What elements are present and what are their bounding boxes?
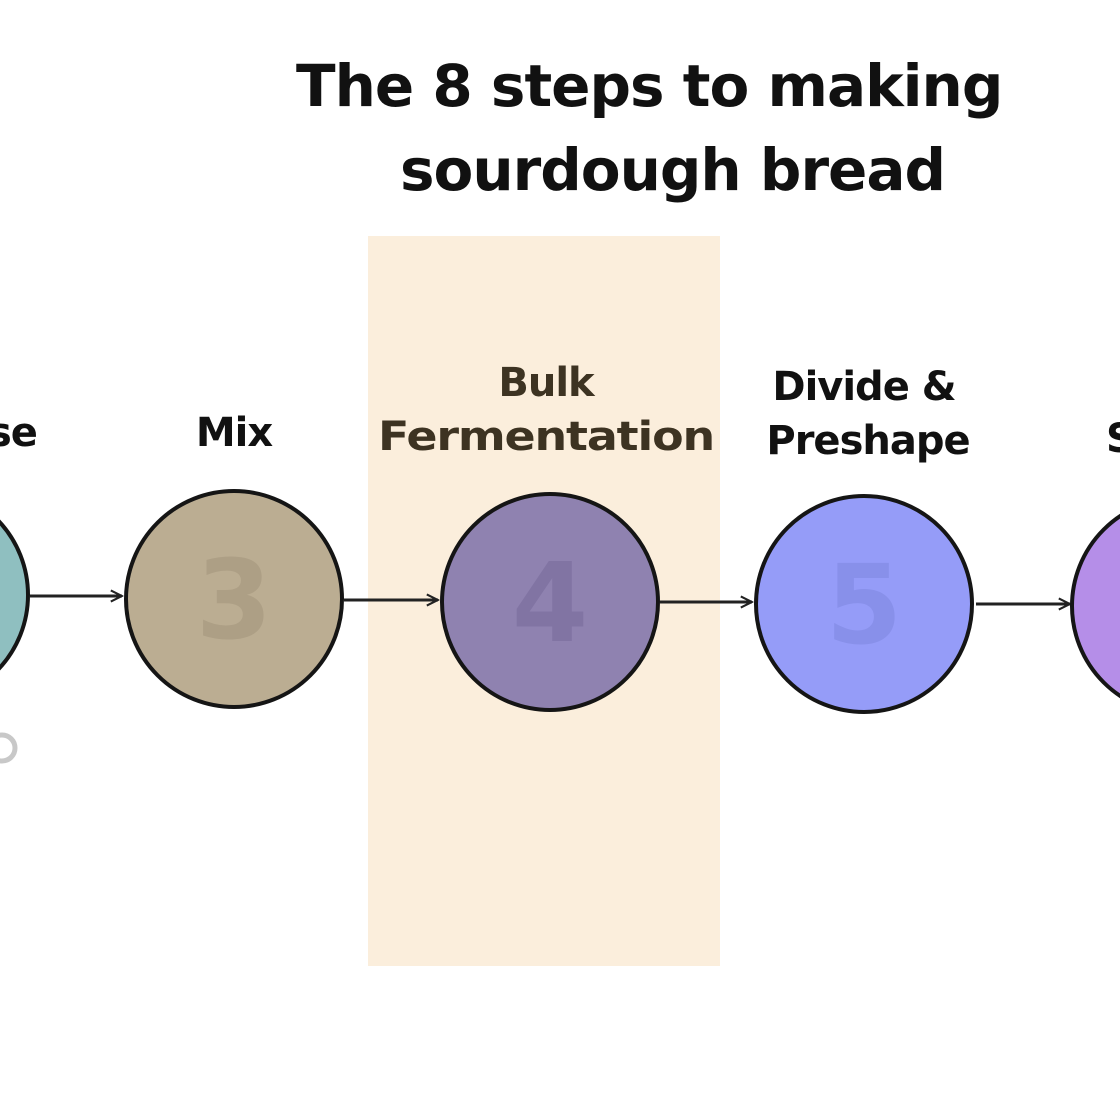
step-2-circle [0, 519, 30, 671]
step-4-circle [440, 492, 660, 712]
step-5: Divide & Preshape 5 [754, 364, 974, 714]
step-6: S [1070, 416, 1120, 699]
step-4-number: 4 [512, 539, 589, 667]
step-3: Mix 3 [124, 410, 344, 709]
title-line-1: The 8 steps to making [296, 52, 1002, 120]
step-2-label: se [0, 410, 37, 456]
step-5-circle [754, 494, 974, 714]
step-4-label-line-1: Bulk [498, 360, 596, 406]
step-5-label-line-2: Preshape [766, 418, 969, 464]
step-5-number: 5 [826, 541, 903, 669]
step-6-label: S [1106, 416, 1120, 462]
step-2-dot [0, 732, 18, 764]
step-3-label: Mix [196, 410, 274, 456]
step-4-label-line-2: Fermentation [378, 414, 714, 460]
step-2: se [0, 410, 38, 764]
step-3-number: 3 [196, 536, 273, 664]
step-5-label-line-1: Divide & [772, 364, 955, 410]
step-4: Bulk Fermentation 4 [378, 360, 715, 712]
title-line-2: sourdough bread [400, 136, 945, 204]
arrows [30, 596, 1070, 604]
step-6-circle [1070, 513, 1120, 699]
step-3-circle [124, 489, 344, 709]
